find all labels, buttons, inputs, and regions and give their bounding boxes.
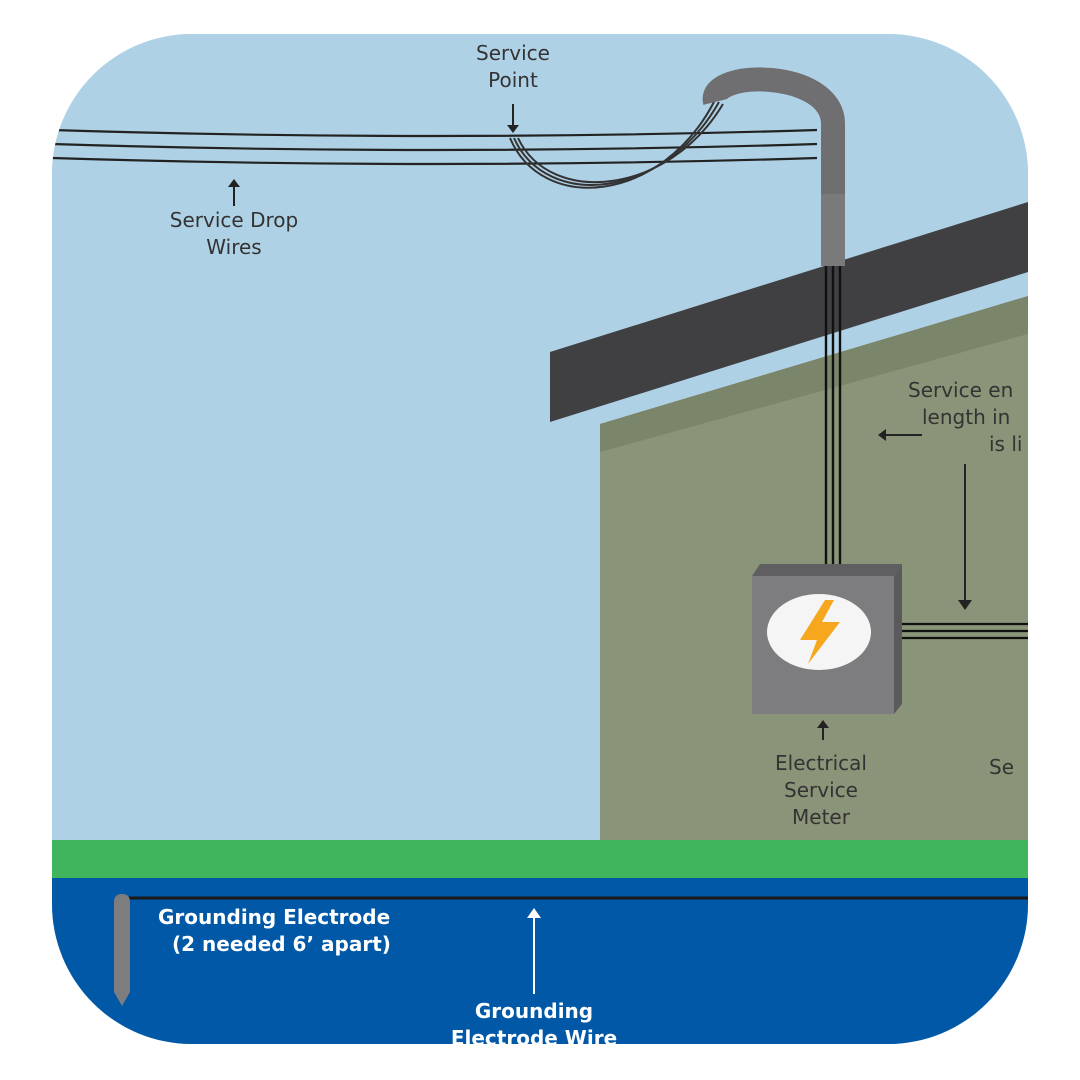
grounding-wire-arrow <box>527 908 541 918</box>
weatherhead-mast <box>702 67 845 266</box>
grounding-wire-label: Grounding Electrode Wire <box>450 999 618 1044</box>
arrow-service-point <box>507 125 519 133</box>
ground <box>52 878 1028 1044</box>
roof <box>550 202 1028 422</box>
diagram-frame: Service Point Service Drop Wires Service… <box>52 34 1028 1044</box>
grass <box>52 840 1028 878</box>
service-point-label: Service Point <box>476 41 550 92</box>
meter-label: Electrical Service Meter <box>775 751 867 829</box>
grounding-electrode-rod <box>114 894 130 1006</box>
arrow-service-entrance <box>878 429 886 441</box>
service-right-label: Se <box>989 755 1014 779</box>
arrow-meter <box>817 720 829 728</box>
meter-box-side <box>894 564 902 714</box>
drip-loop <box>509 99 724 189</box>
mast-conduit <box>821 194 845 266</box>
service-drop-label: Service Drop Wires <box>169 208 299 259</box>
arrow-service-drop <box>228 179 240 187</box>
service-entrance-label: Service en length in is li <box>908 378 1023 456</box>
meter-output-wires <box>900 622 1028 640</box>
annotation-arrows <box>233 104 966 740</box>
service-entrance-wires <box>824 266 842 564</box>
service-diagram <box>52 34 1028 1044</box>
lightning-bolt-icon <box>800 600 840 664</box>
arrow-length <box>958 600 972 610</box>
grounding-electrode-label: Grounding Electrode (2 needed 6’ apart) <box>158 905 391 956</box>
wall-shadow <box>600 296 1028 452</box>
meter-box-top <box>752 564 902 576</box>
service-drop-wires <box>52 128 818 166</box>
